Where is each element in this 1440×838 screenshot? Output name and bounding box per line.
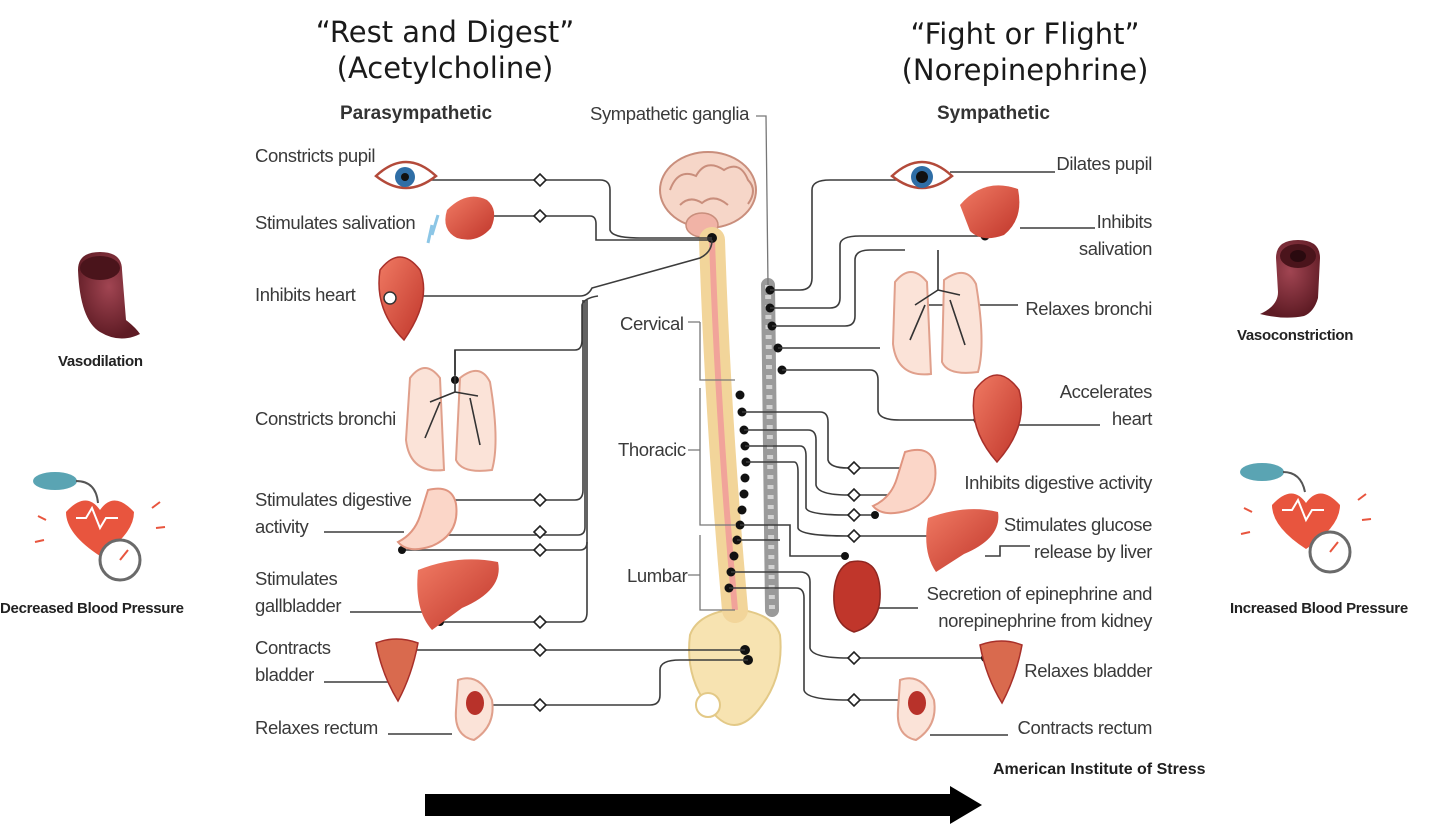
left-heading: “Rest and Digest” (Acetylcholine)	[290, 14, 600, 86]
left-label-rectum: Relaxes rectum	[255, 717, 378, 738]
right-label-bladder: Relaxes bladder	[1024, 660, 1152, 681]
thoracic-label: Thoracic	[618, 439, 686, 460]
thoracic-bracket	[688, 388, 735, 526]
right-label-kidney: Secretion of epinephrine and norepinephr…	[926, 580, 1153, 634]
blood-pressure-monitor-icon-left	[33, 472, 166, 582]
parasympathetic-endpoint-dots	[395, 211, 492, 710]
right-label-digestive: Inhibits digestive activity	[964, 472, 1152, 493]
lumbar-label: Lumbar	[627, 565, 688, 586]
right-label-heart-line1: Accelerates	[1059, 381, 1153, 402]
left-label-bladder: Contracts bladder	[255, 634, 331, 688]
right-label-bronchi: Relaxes bronchi	[1025, 298, 1152, 319]
credit-text: American Institute of Stress	[993, 761, 1206, 778]
left-heading-line2: (Acetylcholine)	[336, 51, 554, 85]
vasodilation-vessel-icon	[78, 252, 140, 339]
sympathetic-ganglia-chain-icon	[761, 278, 779, 617]
right-label-heart: Accelerates heart	[1059, 378, 1153, 432]
left-label-gallbladder: Stimulates gallbladder	[255, 565, 342, 619]
right-bladder-icon	[979, 640, 1023, 705]
right-label-salivation: Inhibits salivation	[1078, 208, 1153, 262]
left-heading-line1: “Rest and Digest”	[315, 15, 575, 49]
vasoconstriction-label: Vasoconstriction	[1237, 327, 1354, 344]
left-eye-icon	[374, 160, 438, 190]
cervical-bracket	[688, 321, 735, 381]
ganglia-leader	[756, 115, 769, 286]
right-rectum-icon	[896, 677, 936, 742]
left-liver-icon	[417, 559, 499, 630]
left-label-bladder-line2: bladder	[255, 664, 314, 685]
right-eye-icon	[890, 160, 954, 190]
right-stomach-icon	[871, 448, 937, 515]
right-label-heart-line2: heart	[1111, 408, 1153, 429]
right-heading-line1: “Fight or Flight”	[910, 17, 1140, 51]
pelvis-icon	[688, 607, 782, 726]
right-label-salivation-line2: salivation	[1078, 238, 1153, 259]
left-label-bronchi: Constricts bronchi	[255, 408, 396, 429]
left-salivary-gland-icon	[426, 196, 495, 244]
decreased-pressure-label: Decreased Blood Pressure	[0, 600, 184, 617]
spinal-column-icon	[699, 227, 748, 623]
left-bladder-icon	[375, 638, 419, 703]
left-rectum-icon	[454, 677, 494, 742]
increased-pressure-label: Increased Blood Pressure	[1230, 600, 1408, 617]
vasoconstriction-vessel-icon	[1260, 240, 1320, 318]
right-label-salivation-line1: Inhibits	[1096, 211, 1153, 232]
left-lungs-icon	[404, 350, 497, 472]
right-liver-icon	[926, 509, 999, 572]
kidney-icon	[833, 560, 881, 633]
right-label-glucose-line1: Stimulates glucose	[1003, 514, 1152, 535]
right-heading: “Fight or Flight” (Norepinephrine)	[870, 16, 1180, 88]
left-label-heart: Inhibits heart	[255, 284, 356, 305]
right-label-kidney-line2: norepinephrine from kidney	[938, 610, 1152, 631]
blood-pressure-monitor-icon-right	[1240, 463, 1372, 574]
left-label-gallbladder-line1: Stimulates	[255, 568, 338, 589]
left-heart-icon	[378, 256, 425, 342]
right-label-glucose: Stimulates glucose release by liver	[1004, 511, 1152, 565]
left-label-gallbladder-line2: gallbladder	[255, 595, 342, 616]
left-label-salivation: Stimulates salivation	[255, 212, 416, 233]
sympathetic-ganglion-diamonds	[846, 460, 862, 708]
ganglia-dots	[765, 285, 787, 375]
right-lungs-icon	[891, 250, 983, 376]
right-heading-line2: (Norepinephrine)	[901, 53, 1149, 87]
ganglia-label: Sympathetic ganglia	[590, 103, 749, 124]
left-label-digestive-line1: Stimulates digestive	[255, 489, 412, 510]
lumbar-bracket	[688, 535, 735, 611]
right-label-glucose-line2: release by liver	[1033, 541, 1152, 562]
left-label-pupil: Constricts pupil	[255, 145, 376, 166]
left-label-bladder-line1: Contracts	[255, 637, 331, 658]
vasodilation-label: Vasodilation	[58, 353, 143, 370]
left-label-digestive-line2: activity	[255, 516, 309, 537]
direction-arrow-icon	[425, 786, 982, 824]
sympathetic-label: Sympathetic	[937, 103, 1050, 124]
right-label-pupil: Dilates pupil	[1056, 153, 1152, 174]
parasympathetic-ganglion-diamonds	[532, 172, 548, 713]
right-salivary-gland-icon	[960, 185, 1020, 239]
spinal-nerve-dots	[707, 233, 753, 665]
right-heart-icon	[972, 374, 1023, 464]
parasympathetic-label: Parasympathetic	[340, 103, 493, 124]
left-label-digestive: Stimulates digestive activity	[255, 486, 412, 540]
right-label-rectum: Contracts rectum	[1017, 717, 1153, 738]
brain-icon	[659, 151, 757, 238]
sympathetic-pathways	[729, 171, 1100, 736]
cervical-label: Cervical	[620, 313, 684, 334]
right-label-kidney-line1: Secretion of epinephrine and	[926, 583, 1153, 604]
